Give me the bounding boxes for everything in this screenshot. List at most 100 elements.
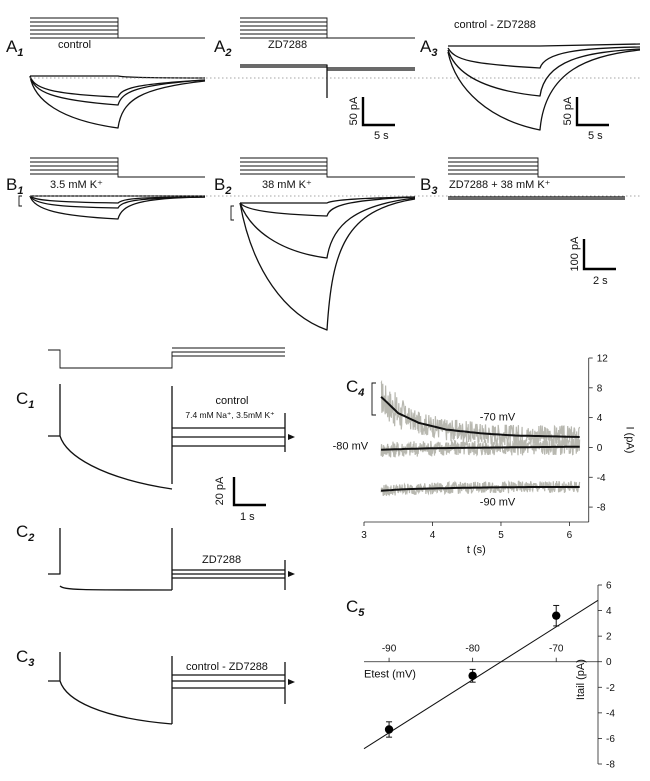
panel-letter-c2: C2 (16, 522, 34, 544)
panel-b1: B1 3.5 mM K⁺ (6, 157, 640, 220)
c4-x-axis-label: t (s) (467, 544, 486, 556)
protocol-b2 (240, 157, 415, 178)
scale-y-label-a3: 50 pA (562, 96, 574, 125)
holding-arrow-c2 (288, 571, 295, 577)
condition-label-a1: control (58, 39, 91, 51)
panel-letter-b2: B2 (214, 175, 231, 197)
panel-c1: C1 control 7.4 mM Na⁺, 3.5mM K⁺ 20 pA 1 … (16, 384, 295, 523)
panel-b3: B3 ZD7288 + 38 mM K⁺ 100 pA 2 s (420, 157, 625, 287)
c5-x-tick-label: -90 (382, 644, 397, 655)
scale-x-label-b3: 2 s (593, 275, 608, 287)
protocol-c (48, 347, 285, 369)
c4-series-label: -80 mV (333, 441, 369, 453)
panel-letter-c5: C5 (346, 597, 365, 619)
c4-fit-line (380, 396, 580, 438)
holding-arrow-c3 (288, 679, 295, 685)
scale-y-label-a2: 50 pA (348, 96, 360, 125)
c5-x-axis-label: Etest (mV) (364, 669, 416, 681)
current-traces-a2 (240, 64, 415, 98)
condition-label-b3: ZD7288 + 38 mM K⁺ (449, 179, 551, 191)
scale-x-label-a2: 5 s (374, 130, 389, 142)
panel-a2: A2 ZD7288 50 pA 5 s (214, 17, 415, 142)
c4-x-tick-label: 5 (498, 530, 504, 541)
panel-letter-c3: C3 (16, 647, 34, 669)
current-traces-b2 (239, 196, 416, 331)
current-traces-c3 (48, 652, 286, 725)
c5-x-tick-label: -70 (549, 644, 564, 655)
panel-c2: C2 ZD7288 (16, 522, 295, 591)
bracket-b1 (18, 195, 22, 207)
c4-y-tick-label: 0 (597, 443, 603, 454)
panel-letter-b3: B3 (420, 175, 437, 197)
c5-data-point (552, 611, 561, 620)
c4-marks: -70 mV -80 mV -90 mV (333, 396, 580, 509)
c5-y-axis-label: Itail (pA) (575, 659, 587, 700)
holding-arrow-c1 (288, 434, 295, 440)
c5-y-tick-label: -4 (606, 708, 615, 719)
condition-label-c1: control (215, 395, 248, 407)
panel-letter-a1: A1 (6, 37, 23, 59)
protocol-a2 (240, 17, 415, 39)
condition-label-b2: 38 mM K⁺ (262, 179, 312, 191)
c5-y-tick-label: -8 (606, 760, 615, 771)
panel-c4: C4 3 4 5 6 -8 -4 0 4 8 12 t (s) I (pA) -70 mV -80 mV… (333, 354, 636, 557)
condition-label-c3: control - ZD7288 (186, 661, 268, 673)
bracket-c4 (371, 382, 376, 416)
c4-x-tick-label: 6 (567, 530, 573, 541)
current-traces-b1 (29, 195, 206, 220)
c5-y-tick-label: 2 (606, 632, 612, 643)
c5-y-tick-label: 0 (606, 657, 612, 668)
current-traces-c1 (48, 384, 286, 490)
current-traces-c2 (48, 528, 286, 591)
c4-series-label: -90 mV (480, 497, 516, 509)
condition-label-a2: ZD7288 (268, 39, 307, 51)
c4-axes: 3 4 5 6 -8 -4 0 4 8 12 t (s) I (pA) (361, 354, 636, 557)
bracket-b2 (230, 205, 234, 221)
c4-y-tick-label: -4 (597, 473, 606, 484)
scale-bar-a3: 50 pA 5 s (562, 96, 609, 142)
panel-letter-a2: A2 (214, 37, 231, 59)
c4-fit-line (381, 445, 580, 451)
panel-c3: C3 control - ZD7288 (16, 647, 295, 725)
scale-x-label-a3: 5 s (588, 130, 603, 142)
c4-y-tick-label: 8 (597, 383, 603, 394)
c4-y-tick-label: -8 (597, 503, 606, 514)
c5-y-tick-label: -2 (606, 683, 615, 694)
c5-marks (363, 599, 599, 750)
scale-x-label-c1: 1 s (240, 511, 255, 523)
panel-b2: B2 38 mM K⁺ (214, 157, 416, 331)
solution-label-c1: 7.4 mM Na⁺, 3.5mM K⁺ (185, 410, 274, 420)
condition-label-c2: ZD7288 (202, 554, 241, 566)
current-traces-a1 (29, 75, 206, 129)
c4-y-tick-label: 12 (597, 354, 609, 365)
panel-a1: A1 control (6, 17, 640, 129)
protocol-a1 (30, 17, 205, 39)
protocol-b1 (30, 157, 205, 178)
panel-letter-c1: C1 (16, 389, 34, 411)
c5-y-tick-label: 4 (606, 606, 612, 617)
c5-data-point (468, 671, 477, 680)
protocol-b3 (448, 157, 625, 178)
scale-bar-a2: 50 pA 5 s (348, 96, 395, 142)
panel-letter-b1: B1 (6, 175, 23, 197)
c4-noise (380, 379, 581, 497)
condition-label-b1: 3.5 mM K⁺ (50, 179, 103, 191)
current-traces-a3 (447, 43, 641, 131)
panel-letter-c4: C4 (346, 377, 364, 399)
scale-bar-b3: 100 pA 2 s (569, 236, 616, 287)
panel-a3: A3 control - ZD7288 50 pA 5 s (420, 19, 641, 142)
c4-series-label: -70 mV (480, 412, 516, 424)
c5-fit-line (363, 599, 599, 750)
scale-y-label-c1: 20 pA (214, 476, 226, 505)
c4-fit-line (381, 486, 580, 492)
c4-x-tick-label: 3 (361, 530, 367, 541)
c4-y-axis-label: I (pA) (624, 427, 636, 454)
current-traces-b3 (448, 196, 625, 200)
c5-y-tick-label: 6 (606, 581, 612, 592)
c4-y-tick-label: 4 (597, 413, 603, 424)
c5-data-point (384, 725, 394, 734)
c4-x-tick-label: 4 (430, 530, 436, 541)
